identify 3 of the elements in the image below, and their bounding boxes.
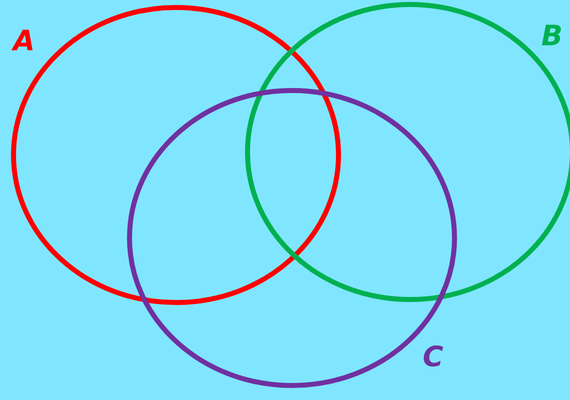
set-label: C — [424, 345, 443, 367]
set-label: B — [542, 24, 561, 46]
set-label: A — [11, 30, 32, 50]
